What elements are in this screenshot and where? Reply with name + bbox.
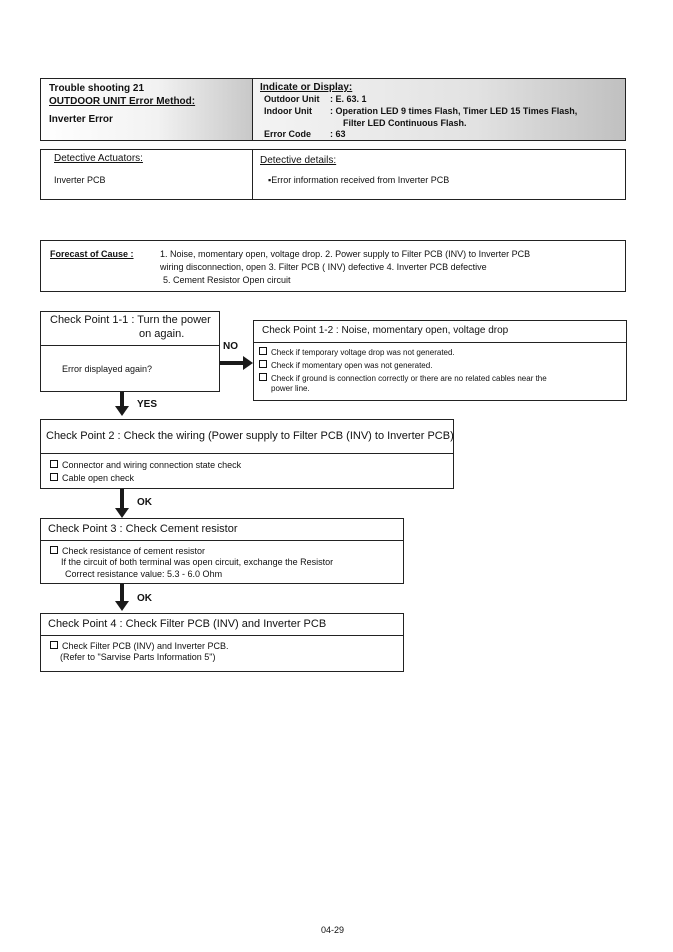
ok-arrow-2-head	[115, 601, 129, 611]
indoor-value-2: Filter LED Continuous Flash.	[343, 118, 467, 128]
checkbox-icon	[259, 347, 267, 355]
actuators-value: Inverter PCB	[54, 175, 106, 185]
check-point-1-2-item-2: Check if momentary open was not generate…	[259, 360, 432, 370]
check-point-1-2-box	[253, 320, 627, 401]
details-label: Detective details:	[260, 155, 337, 166]
page-number: 04-29	[321, 925, 345, 935]
ok-arrow-1-shaft	[120, 489, 124, 509]
actuators-label: Detective Actuators:	[54, 153, 143, 164]
no-label: NO	[223, 341, 238, 352]
outdoor-value: : E. 63. 1	[330, 94, 367, 104]
forecast-label: Forecast of Cause :	[50, 249, 134, 259]
checkbox-icon	[50, 473, 58, 481]
indoor-value-1: : Operation LED 9 times Flash, Timer LED…	[330, 106, 578, 116]
checkbox-icon	[50, 460, 58, 468]
checkbox-icon	[259, 373, 267, 381]
check-point-2-box	[40, 419, 454, 489]
check-point-3-item-text: Check resistance of cement resistor	[62, 546, 206, 556]
check-point-1-1-title-2: on again.	[139, 328, 185, 340]
check-point-4-divider	[40, 635, 404, 636]
check-point-4-item: Check Filter PCB (INV) and Inverter PCB.	[50, 641, 229, 651]
error-code-value: : 63	[330, 129, 346, 139]
trouble-title: Trouble shooting 21	[49, 83, 145, 94]
error-method: OUTDOOR UNIT Error Method:	[49, 96, 196, 107]
no-arrow-shaft	[220, 361, 244, 365]
check-point-2-item-1-text: Connector and wiring connection state ch…	[62, 460, 242, 470]
header-left-panel	[40, 78, 253, 141]
details-value: ▪Error information received from Inverte…	[268, 175, 450, 185]
header-right-panel	[252, 78, 626, 141]
checkbox-icon	[50, 641, 58, 649]
forecast-line-2: wiring disconnection, open 3. Filter PCB…	[160, 262, 487, 272]
check-point-1-2-item-1-text: Check if temporary voltage drop was not …	[271, 348, 455, 357]
check-point-4-box	[40, 613, 404, 672]
ok-label-2: OK	[137, 593, 152, 604]
yes-arrow-head	[115, 406, 129, 416]
check-point-2-title: Check Point 2 : Check the wiring (Power …	[46, 430, 454, 442]
yes-label: YES	[137, 399, 158, 410]
no-arrow-head	[243, 356, 253, 370]
check-point-3-line-2: If the circuit of both terminal was open…	[61, 557, 334, 567]
ok-arrow-1-head	[115, 508, 129, 518]
ok-label-1: OK	[137, 497, 152, 508]
check-point-1-1-divider	[40, 345, 220, 346]
check-point-1-1-box	[40, 311, 220, 392]
check-point-3-item: Check resistance of cement resistor	[50, 546, 205, 556]
error-name: Inverter Error	[49, 114, 113, 125]
forecast-line-3: 5. Cement Resistor Open circuit	[163, 275, 291, 285]
check-point-3-divider	[40, 540, 404, 541]
forecast-line-1: 1. Noise, momentary open, voltage drop. …	[160, 249, 531, 259]
check-point-4-title: Check Point 4 : Check Filter PCB (INV) a…	[48, 618, 327, 630]
forecast-box	[40, 240, 626, 292]
check-point-2-divider	[40, 453, 454, 454]
check-point-3-box	[40, 518, 404, 584]
indoor-label: Indoor Unit	[264, 106, 312, 116]
check-point-2-item-2-text: Cable open check	[62, 473, 135, 483]
check-point-4-item-text: Check Filter PCB (INV) and Inverter PCB.	[62, 641, 229, 651]
check-point-1-1-title-1: Check Point 1-1 : Turn the power	[50, 314, 211, 326]
check-point-1-2-item-3-text: Check if ground is connection correctly …	[271, 374, 547, 383]
outdoor-label: Outdoor Unit	[264, 94, 320, 104]
check-point-1-1-question: Error displayed again?	[62, 364, 153, 374]
check-point-1-2-item-2-text: Check if momentary open was not generate…	[271, 361, 433, 370]
check-point-1-2-item-1: Check if temporary voltage drop was not …	[259, 347, 455, 357]
error-code-label: Error Code	[264, 129, 312, 139]
detective-details-box	[252, 149, 626, 200]
check-point-1-2-item-3: Check if ground is connection correctly …	[259, 373, 547, 383]
check-point-4-line-2: (Refer to "Sarvise Parts Information 5")	[60, 652, 216, 662]
check-point-2-item-1: Connector and wiring connection state ch…	[50, 460, 241, 470]
check-point-3-line-3: Correct resistance value: 5.3 - 6.0 Ohm	[65, 569, 223, 579]
ok-arrow-2-shaft	[120, 584, 124, 602]
check-point-2-item-2: Cable open check	[50, 473, 134, 483]
check-point-1-2-divider	[253, 342, 627, 343]
indicate-label: Indicate or Display:	[260, 82, 353, 93]
yes-arrow-shaft	[120, 392, 124, 406]
checkbox-icon	[259, 360, 267, 368]
detective-actuators-box	[40, 149, 253, 200]
check-point-3-title: Check Point 3 : Check Cement resistor	[48, 523, 238, 535]
check-point-1-2-title: Check Point 1-2 : Noise, momentary open,…	[262, 325, 509, 336]
checkbox-icon	[50, 546, 58, 554]
check-point-1-2-item-3-cont: power line.	[271, 384, 310, 393]
